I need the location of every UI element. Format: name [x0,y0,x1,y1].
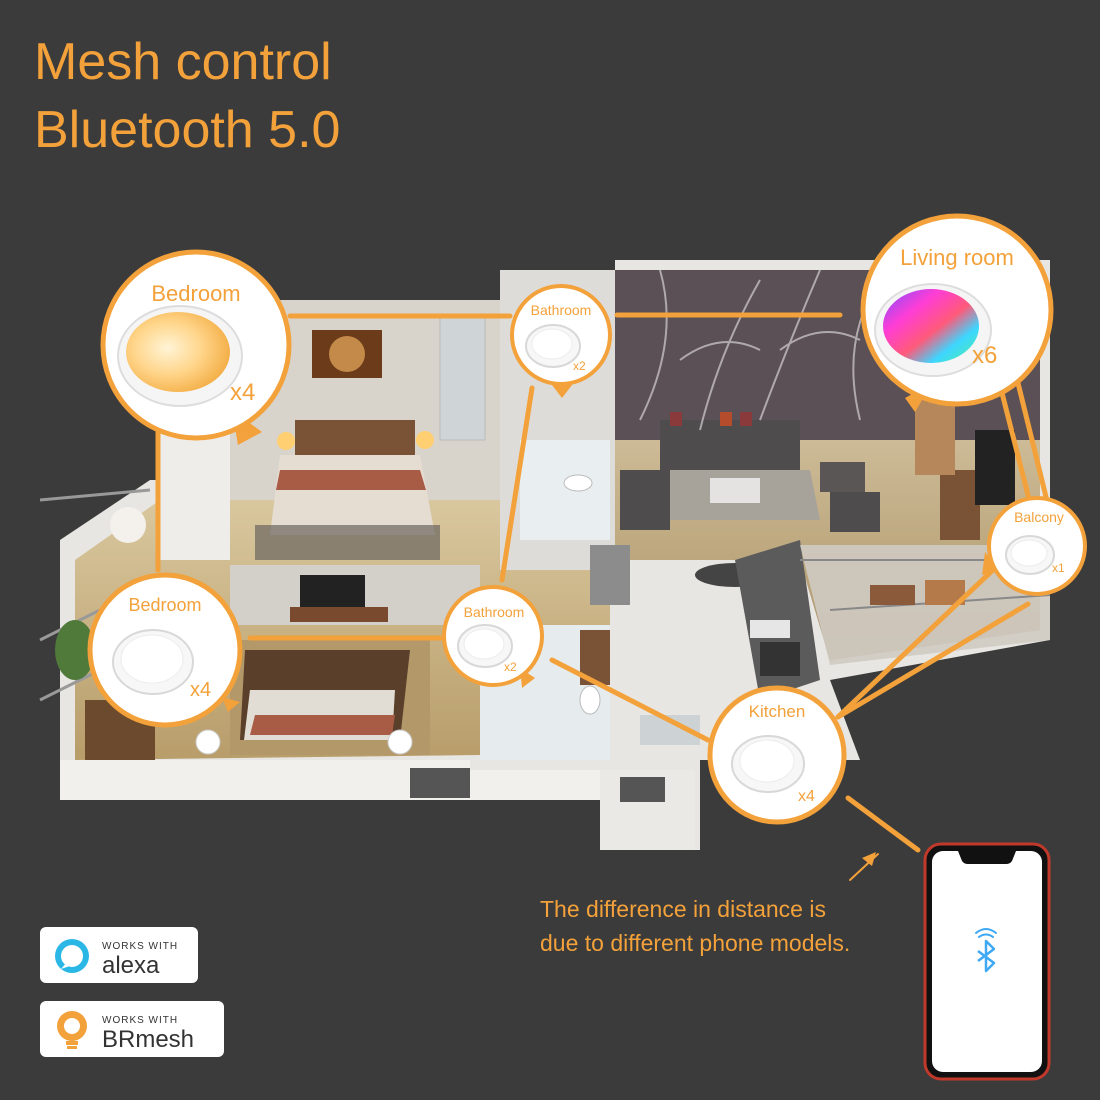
room-bedroom-2: Bedroom x4 [87,572,243,728]
wifi-signal-icon [975,928,997,938]
room-living-room: Living room x6 [860,213,1054,412]
brmesh-badge: WORKS WITH BRmesh [40,1001,224,1057]
smartphone [923,842,1051,1081]
title-line-2: Bluetooth 5.0 [34,101,341,159]
room-balcony: Balcony x1 [982,496,1087,596]
room-kitchen: Kitchen x4 [707,685,847,825]
bluetooth-icon [977,939,996,973]
downlight-icon [525,324,581,368]
room-label: Bathroom [531,302,592,318]
mesh-connections [155,312,1051,881]
downlight-icon [457,624,513,668]
room-count: x6 [972,342,997,369]
room-bathroom-1: Bathroom x2 [510,284,612,398]
downlight-icon [731,735,805,793]
room-count: x4 [798,788,815,805]
alexa-logo-icon [55,939,89,973]
alexa-badge-small-text: WORKS WITH [102,941,179,952]
alexa-badge: WORKS WITH alexa [40,927,198,983]
room-label: Living room [900,245,1014,270]
room-count: x4 [230,379,255,406]
room-label: Bedroom [128,595,201,615]
downlight-icon [117,305,243,407]
downlight-icon [112,629,194,695]
note-line-2: due to different phone models. [540,930,851,956]
downlight-icon [874,283,992,377]
room-count: x4 [190,679,211,701]
alexa-badge-name: alexa [102,952,160,979]
note-line-1: The difference in distance is [540,896,826,922]
room-count: x2 [573,359,586,373]
room-label: Kitchen [749,702,806,721]
title-line-1: Mesh control [34,33,332,91]
room-count: x2 [504,660,517,674]
brmesh-badge-small-text: WORKS WITH [102,1015,179,1026]
room-count: x1 [1052,561,1065,575]
downlight-icon [1005,535,1055,575]
room-label: Balcony [1014,509,1064,525]
room-bathroom-2: Bathroom x2 [442,585,544,688]
room-bedroom-1: Bedroom x4 [100,249,292,445]
room-label: Bedroom [151,281,240,306]
brmesh-badge-name: BRmesh [102,1026,195,1053]
brmesh-logo-icon [57,1011,87,1049]
floor-plan [39,260,1051,850]
room-label: Bathroom [464,604,525,620]
